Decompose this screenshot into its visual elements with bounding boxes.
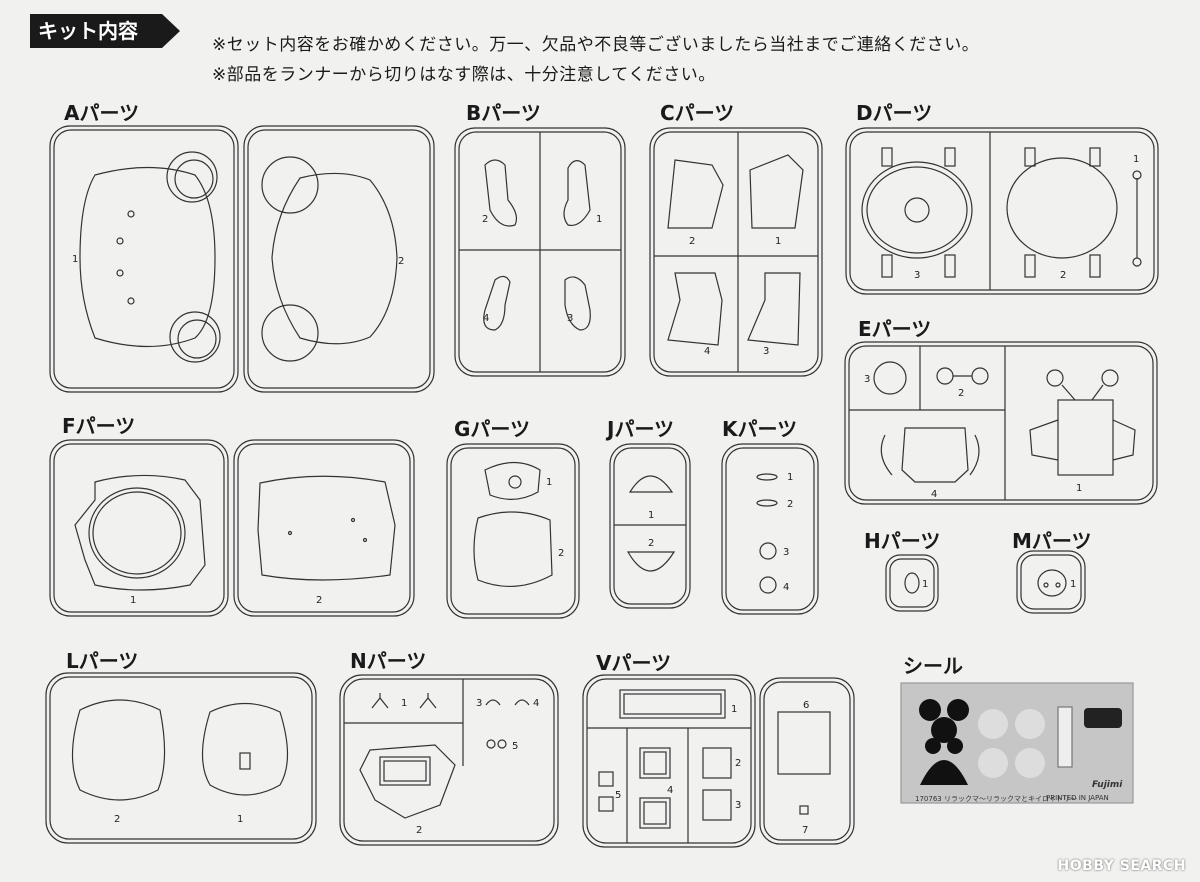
svg-text:1: 1 [596, 214, 602, 225]
label-parts-v: Vパーツ [596, 651, 672, 675]
runner-j: 12 [609, 443, 691, 609]
svg-text:2: 2 [958, 388, 964, 399]
svg-text:3: 3 [735, 800, 741, 811]
svg-text:1: 1 [1076, 483, 1082, 494]
label-parts-c: Cパーツ [660, 101, 735, 125]
svg-text:2: 2 [787, 499, 793, 510]
note-line-1: ※セット内容をお確かめください。万一、欠品や不良等ございましたら当社までご連絡く… [212, 35, 980, 55]
svg-text:1: 1 [775, 236, 781, 247]
seal-caption: 170763 リラックマ～リラックマとキイロイトリ～ [915, 795, 1077, 803]
svg-text:2: 2 [648, 538, 654, 549]
section-header: キット内容ないよう [30, 14, 180, 48]
svg-text:2: 2 [1060, 270, 1066, 281]
svg-text:1: 1 [546, 477, 552, 488]
svg-text:2: 2 [316, 595, 322, 606]
svg-text:3: 3 [763, 346, 769, 357]
svg-text:6: 6 [803, 700, 809, 711]
label-parts-n: Nパーツ [350, 649, 427, 673]
svg-text:5: 5 [615, 790, 621, 801]
label-parts-l: Lパーツ [66, 649, 139, 673]
svg-text:4: 4 [931, 489, 937, 500]
svg-text:1: 1 [731, 704, 737, 715]
svg-text:1: 1 [1133, 154, 1139, 165]
runner-k: 1 2 3 4 [721, 443, 819, 615]
label-parts-j: Jパーツ [607, 417, 675, 441]
svg-text:1: 1 [130, 595, 136, 606]
svg-text:3: 3 [783, 547, 789, 558]
header-ruby: ないよう [118, 13, 150, 22]
svg-text:2: 2 [689, 236, 695, 247]
runner-n: 1 3 4 5 2 [339, 674, 559, 846]
label-parts-b: Bパーツ [466, 101, 541, 125]
label-parts-g: Gパーツ [454, 417, 531, 441]
seal-printed: PRINTED IN JAPAN [1046, 794, 1109, 802]
note-line-2: ※部品をランナーから切りはなす際は、十分注意してください。 [212, 65, 716, 85]
svg-text:4: 4 [483, 313, 489, 324]
svg-text:2: 2 [398, 256, 404, 267]
svg-text:7: 7 [802, 825, 808, 836]
svg-text:1: 1 [72, 254, 78, 265]
label-parts-k: Kパーツ [722, 417, 798, 441]
svg-text:4: 4 [783, 582, 789, 593]
svg-text:4: 4 [667, 785, 673, 796]
svg-text:3: 3 [914, 270, 920, 281]
label-seal: シール [903, 654, 963, 678]
runner-b: 2 1 4 3 [454, 127, 626, 377]
runner-c: 2 1 4 3 [649, 127, 823, 377]
svg-text:2: 2 [482, 214, 488, 225]
svg-text:2: 2 [416, 825, 422, 836]
label-parts-a: Aパーツ [64, 101, 140, 125]
svg-text:1: 1 [787, 472, 793, 483]
svg-text:1: 1 [1070, 579, 1076, 590]
runner-m: 1 [1016, 550, 1086, 614]
svg-text:3: 3 [567, 313, 573, 324]
label-parts-e: Eパーツ [858, 317, 932, 341]
svg-text:4: 4 [533, 698, 539, 709]
label-parts-h: Hパーツ [864, 529, 941, 553]
label-parts-m: Mパーツ [1012, 529, 1092, 553]
label-parts-f: Fパーツ [62, 414, 136, 438]
svg-text:5: 5 [512, 741, 518, 752]
svg-text:1: 1 [648, 510, 654, 521]
svg-text:2: 2 [558, 548, 564, 559]
label-parts-d: Dパーツ [856, 101, 933, 125]
watermark: HOBBY SEARCH [1057, 858, 1186, 874]
runner-v: 1 2 3 4 5 6 7 [582, 674, 855, 848]
seal-sheet [900, 682, 1134, 804]
seal-brand: Fujimi [1092, 780, 1123, 790]
runner-d: 3 2 1 [845, 127, 1159, 295]
svg-text:1: 1 [922, 579, 928, 590]
svg-text:1: 1 [237, 814, 243, 825]
svg-text:3: 3 [476, 698, 482, 709]
svg-text:3: 3 [864, 374, 870, 385]
svg-text:2: 2 [735, 758, 741, 769]
svg-text:4: 4 [704, 346, 710, 357]
svg-text:2: 2 [114, 814, 120, 825]
runner-e: 3 2 4 1 [844, 341, 1158, 505]
runner-h: 1 [885, 554, 939, 612]
runner-g: 12 [446, 443, 580, 619]
svg-text:1: 1 [401, 698, 407, 709]
